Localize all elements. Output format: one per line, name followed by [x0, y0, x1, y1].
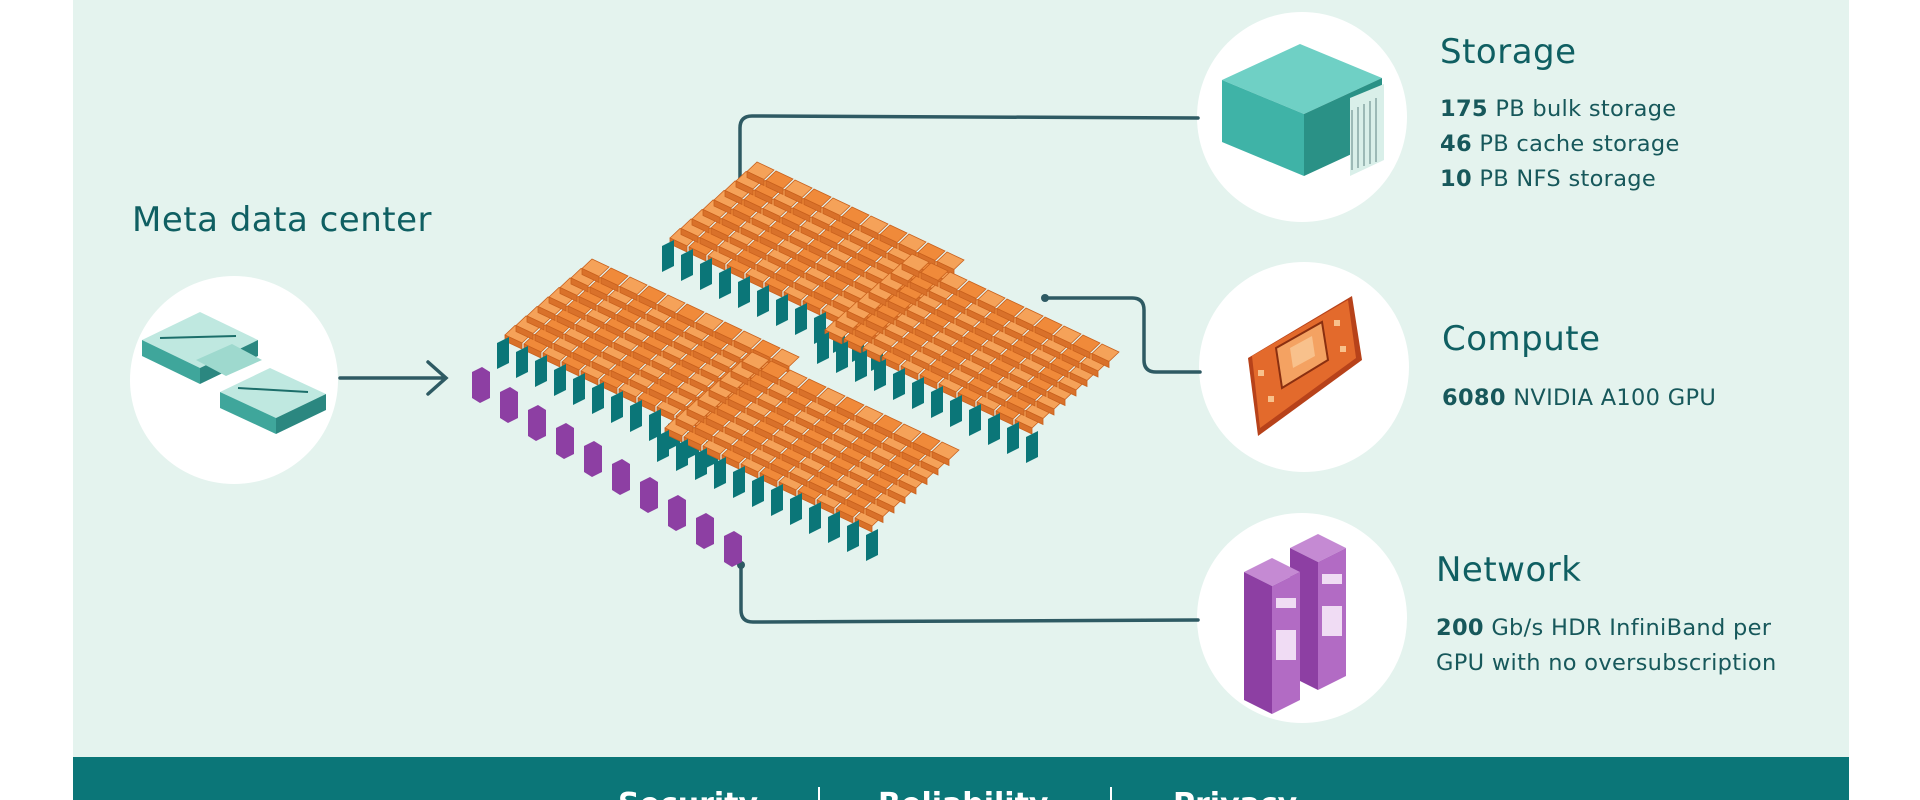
- rack-unit: [855, 350, 867, 382]
- storage-stat-2: 46 PB cache storage: [1440, 131, 1680, 157]
- rack-unit: [752, 475, 764, 507]
- rack-unit: [592, 382, 604, 414]
- rack-unit: [497, 337, 509, 369]
- storage-stat-2-text: PB cache storage: [1471, 131, 1680, 157]
- rack-unit: [950, 395, 962, 427]
- rack-unit: [733, 466, 745, 498]
- network-tower: [472, 367, 490, 403]
- rack-unit: [828, 511, 840, 543]
- rack-unit: [757, 285, 769, 317]
- rack-unit: [657, 430, 669, 462]
- network-tower: [612, 459, 630, 495]
- rack-unit: [662, 240, 674, 272]
- footer-privacy: Privacy: [1173, 787, 1297, 800]
- rack-unit: [676, 439, 688, 471]
- rack-unit: [695, 448, 707, 480]
- storage-stat-1-text: PB bulk storage: [1487, 96, 1677, 122]
- rack-unit: [719, 267, 731, 299]
- storage-stat-3: 10 PB NFS storage: [1440, 166, 1656, 192]
- network-tower: [696, 513, 714, 549]
- data-center-icon: [142, 312, 326, 434]
- network-tower: [528, 405, 546, 441]
- network-connector-line: [739, 563, 1200, 624]
- compute-connector-line: [1043, 296, 1202, 374]
- rack-unit: [795, 303, 807, 335]
- storage-title: Storage: [1440, 32, 1577, 72]
- rack-unit: [611, 391, 623, 423]
- rack-unit: [554, 364, 566, 396]
- network-tower: [668, 495, 686, 531]
- rack-unit: [714, 457, 726, 489]
- storage-stat-3-value: 10: [1440, 166, 1472, 192]
- storage-server-icon: [1222, 44, 1384, 176]
- footer-divider: [818, 787, 820, 800]
- rack-unit: [771, 484, 783, 516]
- rack-unit: [893, 368, 905, 400]
- data-center-label: Meta data center: [132, 200, 433, 240]
- rack-unit: [1026, 431, 1038, 463]
- network-tower: [500, 387, 518, 423]
- rack-unit: [969, 404, 981, 436]
- storage-stat-1: 175 PB bulk storage: [1440, 96, 1676, 122]
- rack-unit: [809, 502, 821, 534]
- network-stat-2-text: GPU with no oversubscription: [1436, 650, 1777, 676]
- rack-unit: [1007, 422, 1019, 454]
- rack-unit: [866, 529, 878, 561]
- rack-unit: [790, 493, 802, 525]
- footer-divider: [1110, 787, 1112, 800]
- rack-unit: [847, 520, 859, 552]
- rack-unit: [931, 386, 943, 418]
- footer-bar: Security Reliability Privacy: [73, 757, 1849, 800]
- storage-connector-line: [738, 114, 1200, 187]
- rack-unit: [630, 400, 642, 432]
- rack-unit: [836, 341, 848, 373]
- network-title: Network: [1436, 550, 1582, 590]
- gpu-rack-blocks: [497, 161, 1120, 561]
- network-stat-1: 200 Gb/s HDR InfiniBand per: [1436, 615, 1771, 641]
- compute-stat-1-value: 6080: [1442, 385, 1506, 411]
- rack-unit: [912, 377, 924, 409]
- network-stat-2: GPU with no oversubscription: [1436, 650, 1777, 676]
- network-towers: [472, 367, 742, 567]
- network-tower: [724, 531, 742, 567]
- network-tower: [584, 441, 602, 477]
- compute-stat-1-text: NVIDIA A100 GPU: [1505, 385, 1717, 411]
- footer-reliability: Reliability: [878, 787, 1048, 800]
- storage-stat-2-value: 46: [1440, 131, 1472, 157]
- network-stat-1-value: 200: [1436, 615, 1484, 641]
- arrow-icon: [338, 360, 449, 396]
- gpu-card-icon: [1248, 296, 1362, 436]
- rack-unit: [516, 346, 528, 378]
- footer-security: Security: [618, 787, 758, 800]
- rack-unit: [535, 355, 547, 387]
- rack-unit: [700, 258, 712, 290]
- network-tower: [640, 477, 658, 513]
- rack-unit: [681, 249, 693, 281]
- rack-unit: [738, 276, 750, 308]
- rack-unit: [649, 409, 661, 441]
- rack-unit: [874, 359, 886, 391]
- data-center-circle: [130, 276, 338, 484]
- network-tower: [556, 423, 574, 459]
- rack-unit: [817, 332, 829, 364]
- rack-unit: [988, 413, 1000, 445]
- compute-title: Compute: [1442, 319, 1601, 359]
- rack-unit: [573, 373, 585, 405]
- network-stat-1-text: Gb/s HDR InfiniBand per: [1483, 615, 1772, 641]
- network-rack-icon: [1244, 534, 1346, 714]
- storage-stat-3-text: PB NFS storage: [1471, 166, 1657, 192]
- storage-stat-1-value: 175: [1440, 96, 1488, 122]
- rack-unit: [776, 294, 788, 326]
- compute-stat-1: 6080 NVIDIA A100 GPU: [1442, 385, 1716, 411]
